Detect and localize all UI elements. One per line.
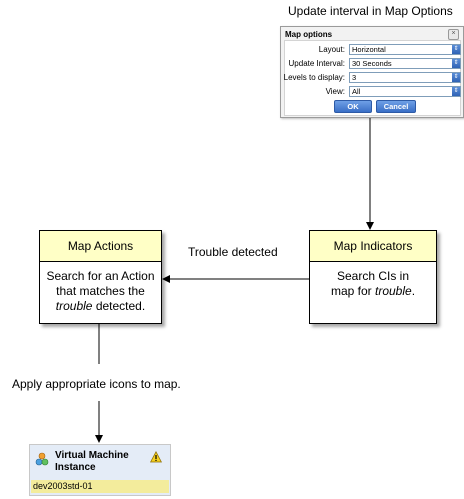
close-icon[interactable]: × — [448, 29, 459, 40]
map-indicators-title: Map Indicators — [310, 231, 436, 262]
vm-title-line1: Virtual Machine — [55, 450, 129, 461]
map-actions-line1: Search for an Action — [46, 269, 155, 283]
layout-value: Horizontal — [352, 45, 386, 54]
updown-arrow-icon: ⇕ — [452, 87, 460, 96]
apply-icons-label: Apply appropriate icons to map. — [12, 377, 181, 391]
trouble-detected-label: Trouble detected — [188, 245, 278, 259]
map-indicators-box: Map Indicators Search CIs in map for tro… — [309, 230, 437, 324]
levels-select[interactable]: 3 ⇕ — [349, 72, 461, 83]
map-indicators-line1: Search CIs in — [336, 269, 410, 283]
map-indicators-text: Search CIs in map for trouble. — [310, 262, 436, 299]
layout-label: Layout: — [318, 45, 345, 54]
levels-value: 3 — [352, 73, 357, 82]
update-interval-label: Update Interval: — [288, 59, 345, 68]
ok-button[interactable]: OK — [334, 100, 372, 113]
vm-instance-card[interactable]: Virtual Machine Instance dev2003std-01 — [29, 444, 171, 496]
levels-row: Levels to display: 3 ⇕ — [283, 72, 461, 83]
updown-arrow-icon: ⇕ — [452, 59, 460, 68]
vm-card-title: Virtual Machine Instance — [55, 450, 129, 474]
vm-title-line2: Instance — [55, 462, 96, 473]
map-actions-line2: that matches the — [56, 284, 145, 298]
update-interval-value: 30 Seconds — [352, 59, 392, 68]
view-select[interactable]: All ⇕ — [349, 86, 461, 97]
ci-group-icon — [35, 452, 49, 471]
view-value: All — [352, 87, 361, 96]
view-label: View: — [325, 87, 345, 96]
dialog-body: Layout: Horizontal ⇕ Update Interval: 30… — [284, 40, 461, 116]
map-indicators-line2: map for trouble. — [330, 284, 416, 298]
dialog-title: Map options — [285, 30, 333, 39]
warning-icon — [150, 450, 162, 468]
map-actions-text: Search for an Action that matches the tr… — [40, 262, 161, 314]
view-row: View: All ⇕ — [285, 86, 461, 97]
map-options-dialog: Map options × Layout: Horizontal ⇕ Updat… — [280, 26, 464, 118]
map-actions-box: Map Actions Search for an Action that ma… — [39, 230, 162, 324]
vm-name: dev2003std-01 — [31, 480, 169, 493]
layout-select[interactable]: Horizontal ⇕ — [349, 44, 461, 55]
updown-arrow-icon: ⇕ — [452, 73, 460, 82]
layout-row: Layout: Horizontal ⇕ — [285, 44, 461, 55]
update-interval-row: Update Interval: 30 Seconds ⇕ — [285, 58, 461, 69]
map-actions-line3: trouble detected. — [55, 299, 146, 313]
update-interval-select[interactable]: 30 Seconds ⇕ — [349, 58, 461, 69]
updown-arrow-icon: ⇕ — [452, 45, 460, 54]
map-actions-title: Map Actions — [40, 231, 161, 262]
options-caption: Update interval in Map Options — [288, 4, 453, 18]
cancel-button[interactable]: Cancel — [376, 100, 416, 113]
levels-label: Levels to display: — [283, 73, 345, 82]
